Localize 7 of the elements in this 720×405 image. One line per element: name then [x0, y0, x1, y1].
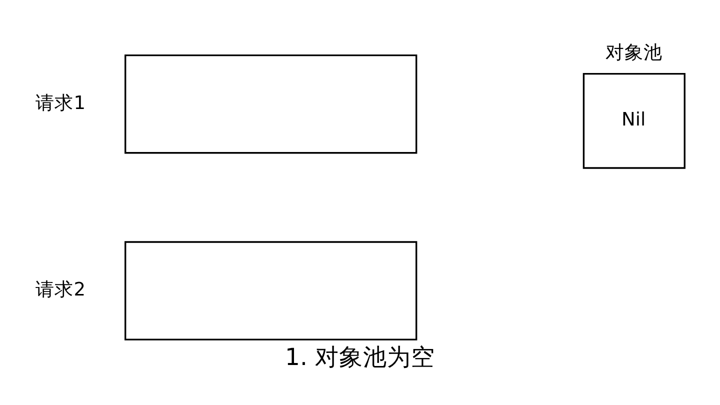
node-label: 请求1 [36, 92, 86, 114]
node-box [124, 241, 418, 340]
node-label: 请求2 [36, 280, 86, 301]
node-label: 对象池 [606, 42, 663, 64]
node-box [124, 54, 418, 154]
node-box: Nil [582, 72, 686, 169]
caption: 1. 对象池为空 [285, 343, 435, 372]
